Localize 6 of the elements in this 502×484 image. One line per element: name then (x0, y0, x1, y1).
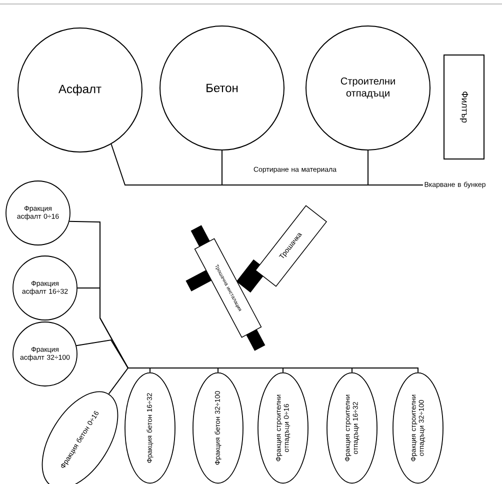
connector-line (76, 288, 128, 368)
connector-line (108, 368, 128, 394)
connector-line (368, 150, 424, 186)
connector-line (76, 339, 128, 368)
filter-box: Филтър (444, 54, 484, 160)
connector-line (128, 368, 418, 373)
